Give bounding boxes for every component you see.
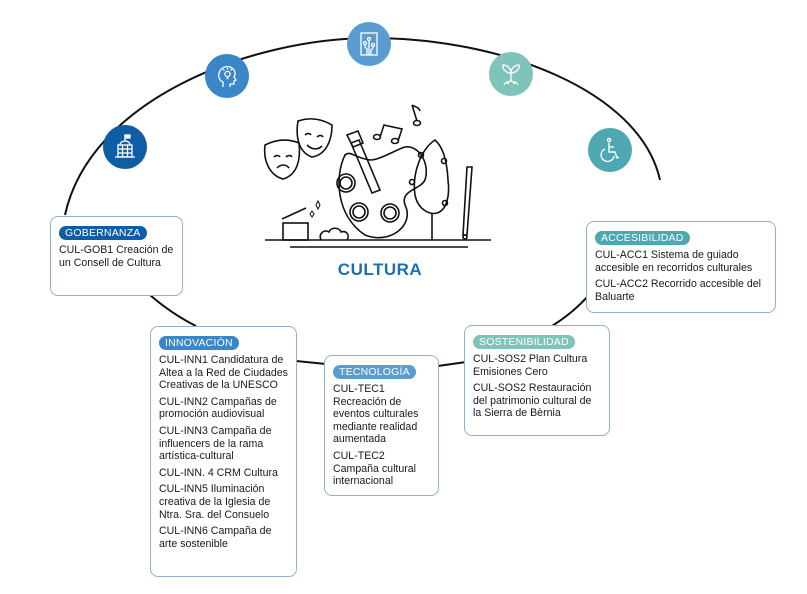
list-item: CUL-ACC2 Recorrido accesible del Baluart… <box>595 278 762 303</box>
list-item: CUL-INN5 Iluminación creativa de la Igle… <box>159 483 271 521</box>
list-item: CUL-INN6 Campaña de arte sostenible <box>159 525 272 550</box>
sostenibilidad-icon-circle <box>489 52 533 96</box>
wheelchair-icon <box>600 137 620 163</box>
sostenibilidad-badge: SOSTENIBILIDAD <box>473 335 575 349</box>
accesibilidad-box: ACCESIBILIDAD CUL-ACC1 Sistema de guiado… <box>586 221 776 313</box>
innovacion-icon-circle <box>205 54 249 98</box>
connector-tecnologia-sostenibilidad <box>437 361 467 367</box>
culture-illustration <box>263 104 491 248</box>
list-item: CUL-INN. 4 CRM Cultura <box>159 466 278 479</box>
bush-icon <box>319 227 349 241</box>
paint-palette-icon <box>336 129 427 239</box>
list-item: CUL-SOS2 Restauración del patrimonio cul… <box>473 382 592 420</box>
accesibilidad-icon-circle <box>588 128 632 172</box>
connector-innovacion-tecnologia <box>295 360 327 365</box>
sprout-icon <box>502 64 520 86</box>
tree-icon <box>408 138 450 240</box>
list-item: CUL-SOS2 Plan Cultura Emisiones Cero <box>473 353 588 378</box>
pencil-icon <box>462 166 473 240</box>
tecnologia-icon-circle <box>347 22 391 66</box>
gobernanza-badge: GOBERNANZA <box>59 226 147 240</box>
gobernanza-box: GOBERNANZA CUL-GOB1 Creación de un Conse… <box>50 216 183 296</box>
gobernanza-icon-circle <box>103 125 147 169</box>
list-item: CUL-TEC2 Campaña cultural internacional <box>333 449 417 488</box>
tecnologia-badge: TECNOLOGÍA <box>333 365 416 379</box>
center-title: CULTURA <box>337 260 423 279</box>
connector-gobernanza-innovacion <box>149 294 197 327</box>
box-sparkles-icon <box>281 199 321 241</box>
accesibilidad-badge: ACCESIBILIDAD <box>595 231 690 245</box>
list-item: CUL-ACC1 Sistema de guiado accesible en … <box>595 249 753 274</box>
innovacion-badge: INNOVACIÓN <box>159 336 239 350</box>
list-item: CUL-INN2 Campañas de promoción audiovisu… <box>159 395 277 421</box>
innovacion-box: INNOVACIÓN CUL-INN1 Candidatura de Altea… <box>150 326 297 577</box>
list-item: CUL-GOB1 Creación de un Consell de Cultu… <box>59 244 174 269</box>
list-item: CUL-TEC1 Recreación de eventos culturale… <box>333 383 419 446</box>
theater-masks-icon <box>263 118 333 180</box>
government-building-icon <box>115 134 135 158</box>
list-item: CUL-INN3 Campaña de influencers de la ra… <box>159 424 272 463</box>
tecnologia-box: TECNOLOGÍA CUL-TEC1 Recreación de evento… <box>324 355 439 496</box>
music-notes-icon <box>372 104 422 145</box>
sostenibilidad-box: SOSTENIBILIDAD CUL-SOS2 Plan Cultura Emi… <box>464 325 610 436</box>
connector-sostenibilidad-accesibilidad <box>551 295 589 327</box>
list-item: CUL-INN1 Candidatura de Altea a la Red d… <box>159 354 288 392</box>
circuit-board-icon <box>360 32 378 56</box>
head-lightbulb-icon <box>218 65 237 87</box>
